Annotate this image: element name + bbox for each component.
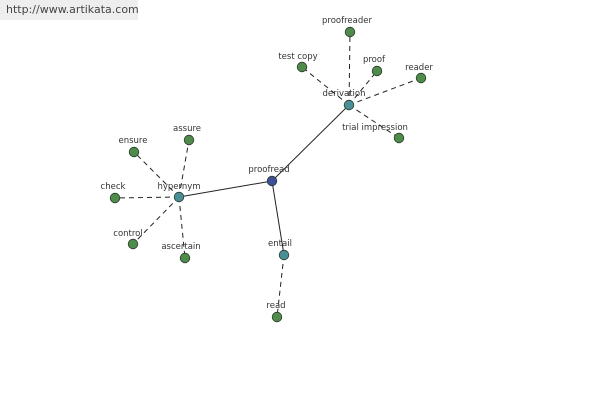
edge-derivation-test-copy [301,66,350,106]
edge-hypernym-control [132,196,180,245]
edge-derivation-proofreader [348,31,351,106]
node-reader[interactable] [415,72,427,84]
edge-hypernym-check [114,196,180,199]
label-control[interactable]: control [113,229,142,239]
node-entail[interactable] [278,249,290,261]
edge-proofread-entail [271,180,285,256]
node-proof[interactable] [371,65,383,77]
label-proofread[interactable]: proofread [248,165,289,175]
node-derivation[interactable] [343,99,355,111]
label-reader[interactable]: reader [405,63,433,73]
edge-derivation-reader [348,77,422,106]
label-ascertain[interactable]: ascertain [161,242,200,252]
node-trial-impression[interactable] [393,132,405,144]
nodes-layer [109,26,427,323]
label-proofreader[interactable]: proofreader [322,16,372,26]
label-derivation[interactable]: derivation [322,89,365,99]
node-ascertain[interactable] [179,252,191,264]
label-check[interactable]: check [101,182,126,192]
node-hypernym[interactable] [173,191,185,203]
node-assure[interactable] [183,134,195,146]
edge-proofread-hypernym [178,180,273,198]
edge-hypernym-ascertain [178,196,186,259]
label-ensure[interactable]: ensure [119,136,148,146]
label-assure[interactable]: assure [173,124,201,134]
node-ensure[interactable] [128,146,140,158]
label-entail[interactable]: entail [268,239,292,249]
node-proofreader[interactable] [344,26,356,38]
node-test-copy[interactable] [296,61,308,73]
node-proofread[interactable] [266,175,278,187]
label-proof[interactable]: proof [363,55,386,65]
label-read[interactable]: read [266,301,285,311]
edges-layer [114,31,422,318]
edge-derivation-trial-impression [348,104,400,139]
label-hypernym[interactable]: hypernym [157,182,200,192]
edge-derivation-proof [348,70,378,106]
label-trial-impression[interactable]: trial impression [342,123,408,133]
edge-proofread-derivation [271,104,350,182]
edge-hypernym-ensure [133,151,180,198]
edge-entail-read [276,254,285,318]
labels-layer: proofreadderivationhypernymentailproofre… [101,16,434,311]
label-test-copy[interactable]: test copy [278,52,317,62]
source-url-banner[interactable]: http://www.artikata.com [0,0,139,20]
edge-hypernym-assure [178,139,190,198]
node-control[interactable] [127,238,139,250]
node-check[interactable] [109,192,121,204]
node-read[interactable] [271,311,283,323]
